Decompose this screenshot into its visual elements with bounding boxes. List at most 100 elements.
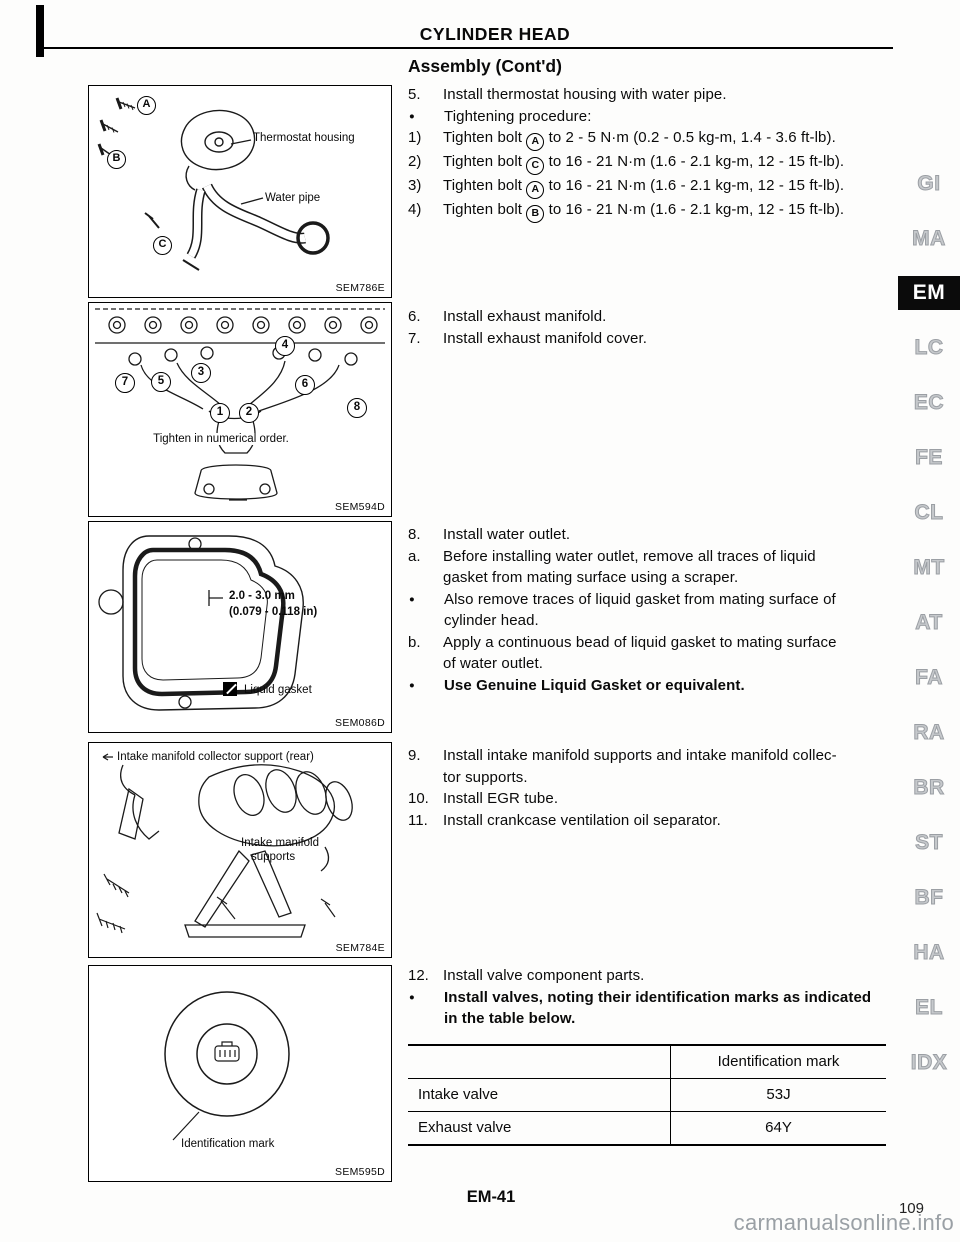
step-text: Install exhaust manifold.	[443, 308, 607, 325]
circled-bolt-a: A	[137, 96, 156, 115]
tighten-order-6: 6	[295, 375, 315, 395]
tighten-order-4: 4	[275, 336, 295, 356]
figure-code: SEM086D	[335, 717, 385, 729]
tab-fe: FE	[915, 445, 943, 469]
tab-st: ST	[915, 830, 943, 854]
tighten-order-caption: Tighten in numerical order.	[129, 433, 313, 445]
tighten-order-2: 2	[239, 403, 259, 423]
circled-bolt-letter: C	[526, 157, 545, 175]
substep-b: b. Apply a continuous bead of liquid gas…	[408, 632, 894, 675]
substep-4: 4) Tighten bolt B to 16 - 21 N·m (1.6 - …	[408, 199, 894, 223]
step-marker: a.	[408, 547, 421, 565]
figure-code: SEM786E	[335, 282, 385, 294]
tab-ma: MA	[912, 226, 946, 250]
label-thermostat-housing: Thermostat housing	[253, 132, 355, 144]
bolt-icon-c	[144, 212, 160, 229]
bolt-icons	[97, 97, 136, 158]
tab-idx: IDX	[910, 1050, 948, 1074]
water-outlet-drawing	[98, 535, 304, 711]
bullet-icon: ●	[409, 110, 415, 122]
tab-gi: GI	[917, 171, 941, 195]
table-header-identification-mark: Identification mark	[670, 1044, 886, 1079]
step-marker: 5.	[408, 86, 421, 103]
tab-ra: RA	[913, 720, 945, 744]
bullet-remove-traces: ● Also remove traces of liquid gasket fr…	[408, 589, 894, 632]
cell-valve-name: Exhaust valve	[408, 1111, 671, 1145]
outlet-outline	[122, 535, 304, 711]
label-water-pipe: Water pipe	[265, 192, 321, 204]
tab-at: AT	[915, 610, 943, 634]
step-text: Install intake manifold supports and int…	[443, 747, 837, 786]
bullet-genuine-gasket: ● Use Genuine Liquid Gasket or equivalen…	[408, 675, 894, 697]
label-intake-supports-1: Intake manifold	[241, 837, 319, 849]
step-10: 10. Install EGR tube.	[408, 788, 894, 810]
collector-body	[198, 764, 353, 847]
step-marker: b.	[408, 633, 421, 651]
outlet-port	[98, 589, 124, 615]
scan-artifact-bar	[36, 5, 44, 57]
step-text: Also remove traces of liquid gasket from…	[444, 590, 836, 630]
step-text: to 2 - 5 N·m (0.2 - 0.5 kg-m, 1.4 - 3.6 …	[544, 129, 836, 146]
tab-em-active: EM	[898, 276, 960, 310]
step-marker: 8.	[408, 526, 421, 543]
step-marker: 12.	[408, 967, 429, 984]
bullet-icon: ●	[409, 679, 415, 691]
support-struts	[184, 846, 330, 938]
step-text: to 16 - 21 N·m (1.6 - 2.1 kg-m, 12 - 15 …	[544, 153, 845, 170]
valve-head-outer	[164, 991, 290, 1117]
legend-liquid-gasket: Liquid gasket	[244, 684, 312, 696]
label-identification-mark: Identification mark	[181, 1138, 275, 1150]
step-7: 7. Install exhaust manifold cover.	[408, 328, 894, 350]
table-header-row: Identification mark	[408, 1044, 886, 1079]
substep-a: a. Before installing water outlet, remov…	[408, 546, 894, 589]
bullet-icon: ●	[409, 593, 415, 605]
step-marker: 6.	[408, 308, 421, 325]
figure-water-outlet: 2.0 - 3.0 mm (0.079 - 0.118 in) Liquid g…	[88, 521, 392, 733]
tighten-order-3: 3	[191, 363, 211, 383]
watermark: carmanualsonline.info	[733, 1210, 954, 1235]
step-text: Install valve component parts.	[443, 967, 645, 984]
step-text: Before installing water outlet, remove a…	[443, 547, 816, 587]
step-text: Tightening procedure:	[444, 107, 592, 125]
step-text: Install water outlet.	[443, 526, 571, 543]
dimension-leader	[208, 590, 223, 606]
cell-valve-mark: 64Y	[765, 1119, 792, 1136]
page-title: CYLINDER HEAD	[419, 24, 571, 44]
substep-2: 2) Tighten bolt C to 16 - 21 N·m (1.6 - …	[408, 151, 894, 175]
circled-bolt-c: C	[153, 236, 172, 255]
figure-valve-identification: Identification mark SEM595D	[88, 965, 392, 1182]
step-text: to 16 - 21 N·m (1.6 - 2.1 kg-m, 12 - 15 …	[544, 177, 845, 194]
section-title: Assembly (Cont'd)	[408, 56, 562, 76]
bolt-hole-bottom	[178, 695, 192, 709]
tab-lc: LC	[914, 335, 944, 359]
tab-ha: HA	[913, 940, 945, 964]
step-marker: 2)	[408, 153, 422, 170]
gasket-bead	[132, 547, 286, 697]
step-group-intake: 9. Install intake manifold supports and …	[408, 745, 894, 831]
scan-page-number: 109	[898, 1200, 924, 1217]
step-marker: 10.	[408, 790, 429, 807]
label-collector-support: Intake manifold collector support (rear)	[117, 751, 314, 763]
leader-thermostat	[230, 139, 252, 145]
rear-support-bracket	[118, 787, 160, 840]
step-text: Tighten bolt	[443, 201, 527, 218]
figure-thermostat-housing: A B C Thermostat housing Water pipe SEM7…	[88, 85, 392, 298]
table-row-intake-valve: Intake valve 53J	[408, 1078, 886, 1112]
step-marker: 11.	[408, 811, 428, 829]
figure-code: SEM594D	[335, 501, 385, 513]
head-gasket-holes	[108, 316, 378, 334]
step-5: 5. Install thermostat housing with water…	[408, 84, 894, 106]
step-text: Tighten bolt	[443, 177, 527, 194]
bolt-hole-top	[188, 537, 202, 551]
intake-manifold-drawing	[96, 753, 353, 938]
page-footer-code: EM-41	[466, 1188, 516, 1206]
step-11: 11. Install crankcase ventilation oil se…	[408, 810, 894, 832]
screw-icons	[96, 873, 336, 934]
step-group-thermostat: 5. Install thermostat housing with water…	[408, 84, 894, 223]
step-group-valves: 12. Install valve component parts. ● Ins…	[408, 965, 894, 1146]
tab-cl: CL	[914, 500, 944, 524]
stamp-mark	[214, 1041, 240, 1062]
circled-bolt-letter: B	[526, 205, 545, 223]
circled-bolt-letter: A	[526, 133, 545, 151]
